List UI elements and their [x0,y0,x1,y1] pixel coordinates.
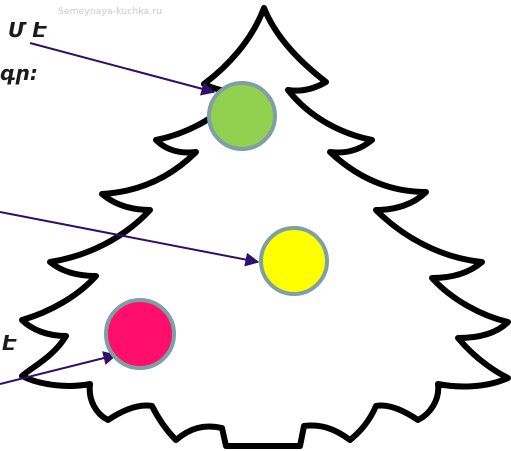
christmas-tree-outline [22,8,508,446]
text-fragment-line2: գր: [0,63,38,83]
text-fragment-line3: Է [2,333,16,353]
arrow-to-green-ornament [30,43,214,92]
pink-ornament [106,300,174,368]
yellow-ornament [261,228,327,294]
green-ornament [209,83,275,149]
watermark-text: Semeynaya-kuchka.ru [58,7,162,17]
text-fragment-line1: Մ Է [8,20,47,40]
